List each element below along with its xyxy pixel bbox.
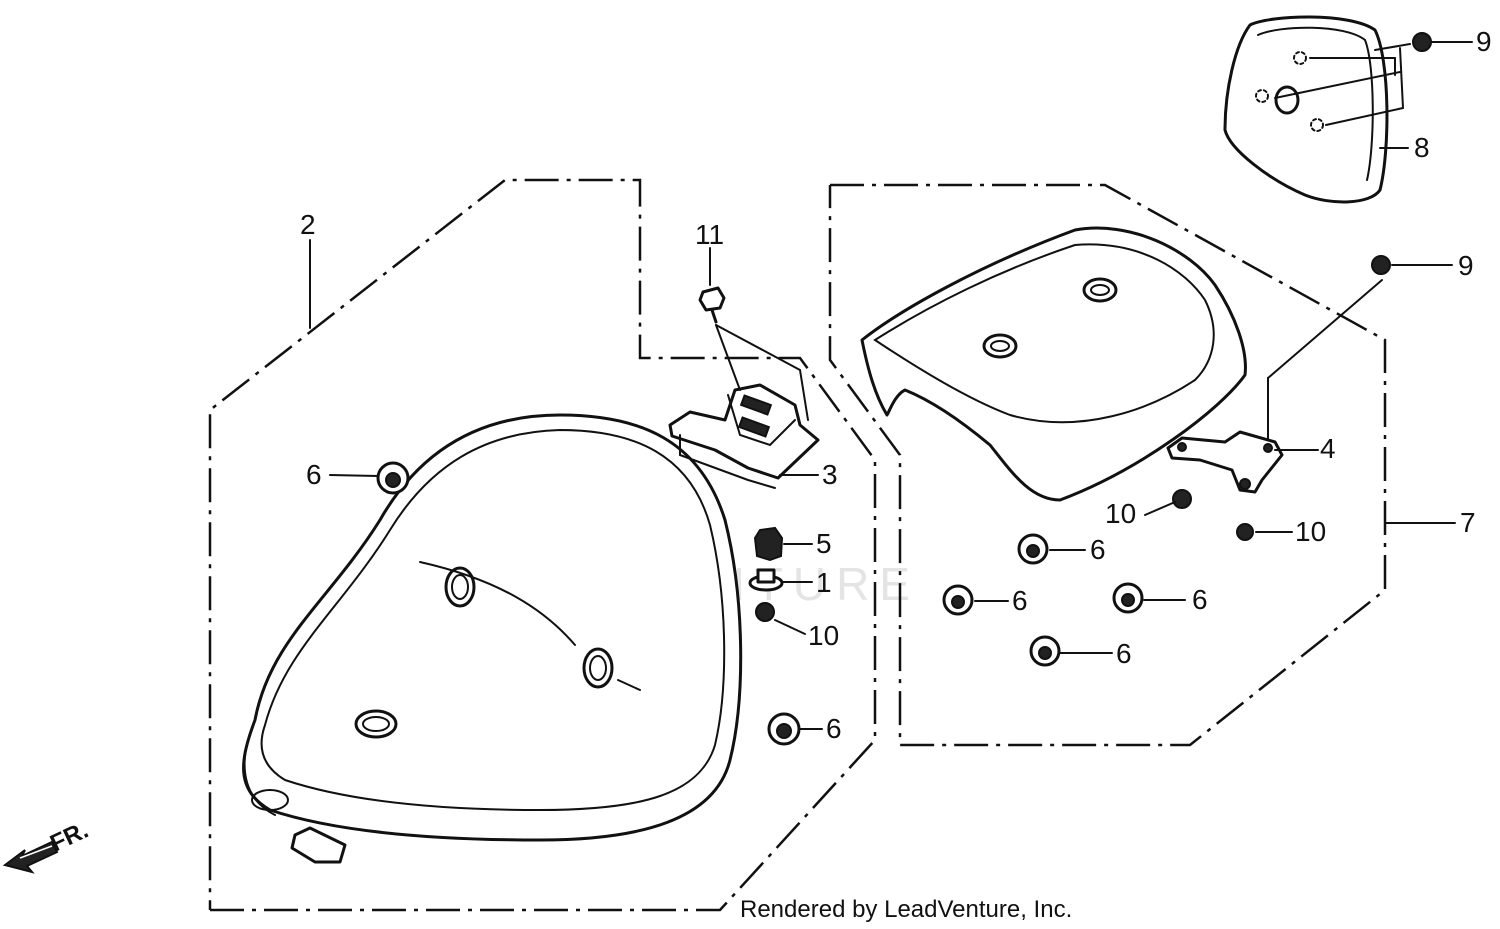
callout-9-top: 9	[1476, 26, 1492, 57]
callout-10-right: 10	[1295, 516, 1326, 547]
grommet-6-a	[1017, 533, 1049, 565]
seat-group-outline	[208, 178, 877, 912]
callout-10-left: 10	[808, 620, 839, 651]
credit-line: Rendered by LeadVenture, Inc.	[740, 896, 1073, 923]
callout-6-b: 6	[1012, 585, 1028, 616]
callout-10-mid: 10	[1105, 498, 1136, 529]
callout-1: 1	[816, 567, 832, 598]
leader-lines	[309, 41, 1473, 730]
pillion-seat	[860, 226, 1247, 502]
callout-8: 8	[1414, 132, 1430, 163]
grommet-6-left-top	[376, 461, 410, 495]
grommet-6-left-bottom	[767, 712, 801, 746]
collar-1	[748, 568, 784, 592]
main-seat	[242, 413, 743, 864]
callouts: 2 11 6 3 5 1 10 6 4 9 10 10 6 6 6 6 7 9 …	[300, 26, 1492, 744]
cap-nut-9-top	[1412, 32, 1432, 52]
rear-bracket	[1166, 430, 1284, 494]
front-direction-arrow: FR.	[2, 817, 93, 874]
grommet-6-c	[1112, 582, 1144, 614]
nut-10-left	[755, 602, 775, 622]
front-bracket	[668, 383, 820, 489]
callout-7: 7	[1460, 507, 1476, 538]
nut-10-mid	[1172, 489, 1192, 509]
grommet-6-d	[1029, 635, 1061, 667]
backrest-pad	[1223, 15, 1389, 204]
nut-10-right	[1236, 523, 1254, 541]
callout-4: 4	[1320, 433, 1336, 464]
cap-nut-9-mid	[1371, 255, 1391, 275]
callout-6-d: 6	[1116, 638, 1132, 669]
callout-11: 11	[695, 219, 724, 250]
callout-6-c: 6	[1192, 584, 1208, 615]
callout-2: 2	[300, 209, 316, 240]
rubber-5	[753, 526, 784, 562]
callout-6-left-top: 6	[306, 459, 322, 490]
callout-9-mid: 9	[1458, 250, 1474, 281]
callout-6-a: 6	[1090, 534, 1106, 565]
callout-6-left-bottom: 6	[826, 713, 842, 744]
callout-5: 5	[816, 528, 832, 559]
bolt-11	[698, 286, 726, 324]
callout-3: 3	[822, 459, 838, 490]
pillion-group-outline	[828, 183, 1387, 747]
grommet-6-b	[942, 584, 974, 616]
